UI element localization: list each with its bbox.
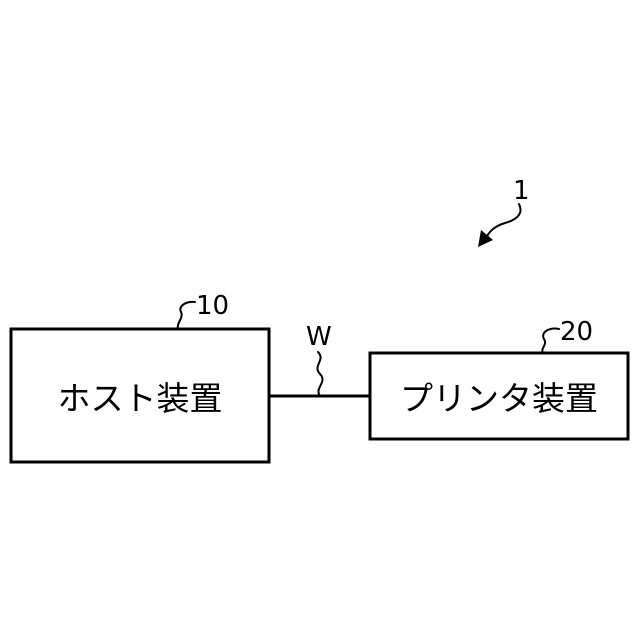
host-device-label: ホスト装置 (58, 379, 223, 418)
connection-ref: W (306, 322, 332, 352)
printer-device-label: プリンタ装置 (400, 379, 598, 418)
connection-ref-leader (317, 352, 322, 396)
host-ref-leader (178, 302, 195, 329)
system-ref-arrow (485, 204, 521, 240)
printer-ref-leader (542, 329, 559, 353)
host-device-ref: 10 (196, 291, 229, 321)
printer-device-ref: 20 (560, 317, 593, 347)
system-ref-number: 1 (513, 176, 530, 206)
